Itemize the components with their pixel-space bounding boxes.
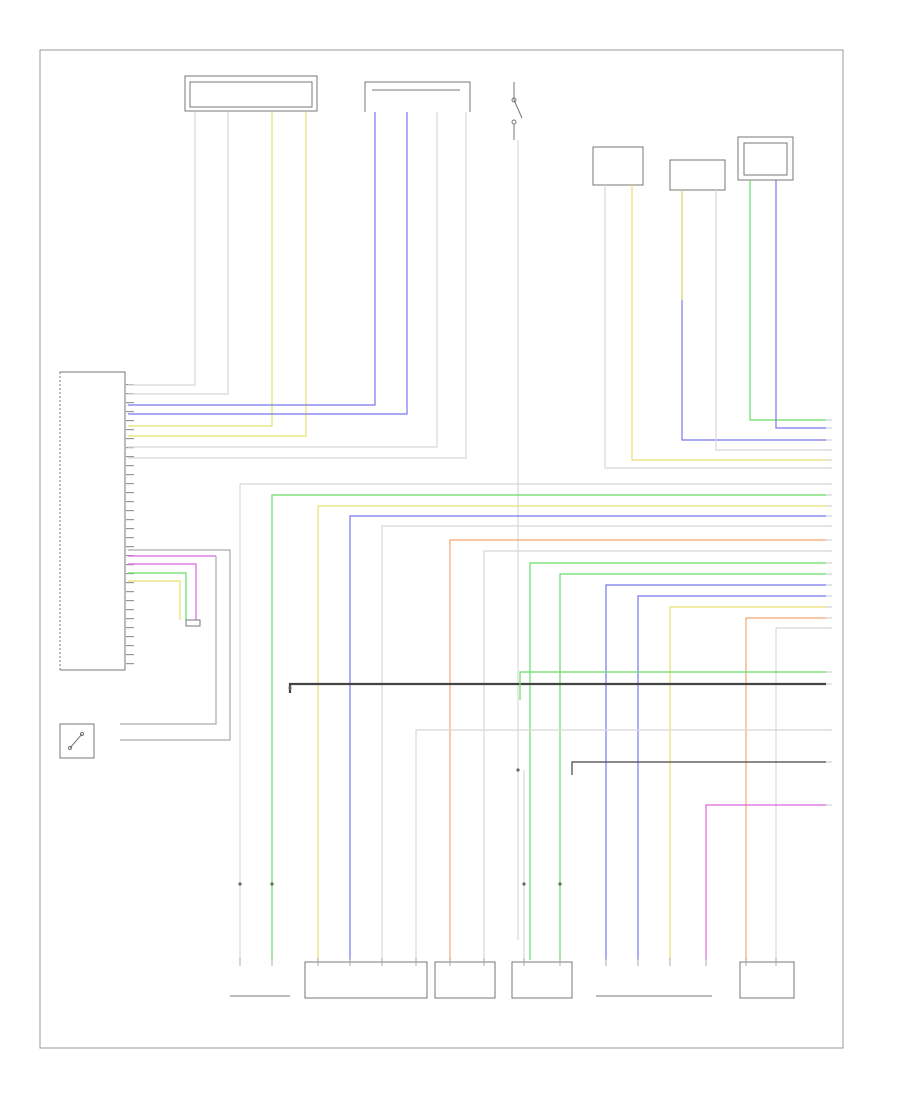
left-module-wires — [120, 549, 231, 741]
bottom-components — [230, 961, 795, 999]
wires-top-center — [128, 112, 467, 459]
ground-connector — [185, 619, 201, 627]
right-edge-ticks — [826, 419, 832, 806]
ignition-switch — [511, 82, 523, 140]
top-left-module — [184, 75, 318, 112]
wires-top-left — [128, 112, 307, 437]
diagram-frame — [39, 49, 844, 1049]
ground-wire — [288, 671, 826, 700]
splice-points — [238, 686, 562, 886]
control-module — [59, 371, 126, 671]
bus-wires — [239, 483, 826, 960]
top-center-module — [364, 81, 471, 112]
bottom-pin-ticks — [239, 958, 777, 966]
lower-right-wires — [415, 729, 826, 960]
passenger-seat-switch — [59, 723, 95, 759]
top-right-modules — [592, 136, 794, 191]
